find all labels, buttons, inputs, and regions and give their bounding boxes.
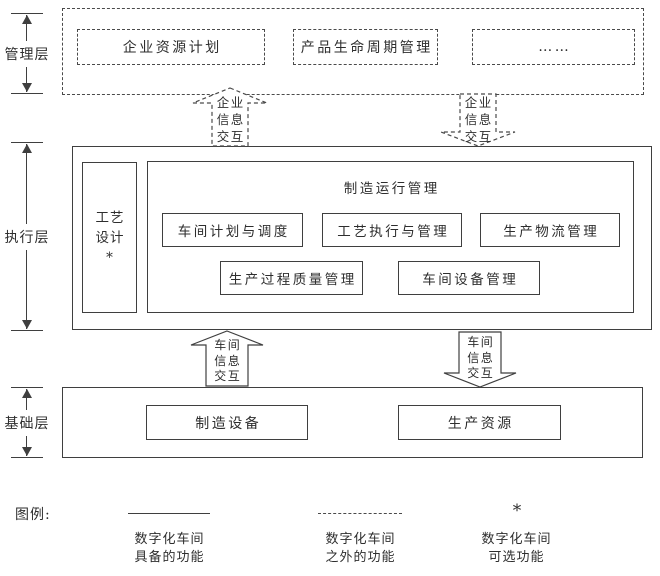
- legend-caption-asterisk: 数字化车间 可选功能: [456, 531, 576, 566]
- legend-dashed-line-icon: [318, 513, 402, 514]
- equipment-management-label: 车间设备管理: [422, 272, 519, 288]
- arrow-text-line: 交互: [467, 366, 495, 380]
- legend-caption-line: 数字化车间: [134, 532, 205, 547]
- arrow-text-line: 企业: [464, 95, 493, 110]
- arrow-text-line: 信息: [464, 112, 493, 127]
- process-design-box: 工艺 设计 *: [82, 162, 137, 313]
- bracket-cap-icon: [11, 457, 43, 458]
- equipment-management-box: 车间设备管理: [398, 261, 540, 295]
- manufacturing-equipment-label: 制造设备: [195, 415, 262, 432]
- production-logistics-label: 生产物流管理: [503, 224, 600, 240]
- plm-box: 产品生命周期管理: [293, 29, 438, 65]
- manufacturing-equipment-box: 制造设备: [146, 405, 308, 440]
- process-design-line1: 工艺: [95, 209, 125, 226]
- optional-asterisk: *: [106, 249, 114, 266]
- erp-label: 企业资源计划: [122, 40, 222, 56]
- management-layer-bracket: 管理层: [4, 13, 50, 94]
- arrow-down-icon: [22, 447, 32, 456]
- quality-management-box: 生产过程质量管理: [220, 261, 363, 295]
- workshop-info-down-arrow: 车间 信息 交互: [443, 331, 517, 388]
- plm-label: 产品生命周期管理: [300, 40, 433, 56]
- arrow-up-icon: [22, 144, 32, 153]
- arrow-up-icon: [22, 389, 32, 398]
- production-resources-box: 生产资源: [398, 405, 561, 440]
- bracket-cap-icon: [11, 142, 43, 143]
- enterprise-info-down-arrow: 企业 信息 交互: [440, 93, 516, 147]
- arrow-text-line: 信息: [214, 353, 242, 368]
- mom-title: 制造运行管理: [343, 181, 440, 197]
- bracket-cap-icon: [11, 93, 43, 94]
- arrow-text-line: 交互: [216, 129, 245, 144]
- foundation-layer-label: 基础层: [4, 409, 50, 436]
- arrow-text-line: 信息: [216, 112, 245, 127]
- quality-management-label: 生产过程质量管理: [228, 272, 357, 288]
- legend-asterisk-icon: *: [512, 501, 522, 521]
- arrow-up-icon: [22, 15, 32, 24]
- enterprise-info-up-text: 企业 信息 交互: [192, 94, 268, 145]
- legend-caption-dashed: 数字化车间 之外的功能: [300, 531, 420, 566]
- legend-caption-line: 数字化车间: [325, 532, 396, 547]
- workshop-info-up-text: 车间 信息 交互: [190, 338, 264, 385]
- enterprise-info-down-text: 企业 信息 交互: [440, 94, 516, 145]
- arrow-text-line: 信息: [467, 350, 495, 365]
- arrow-down-icon: [22, 83, 32, 92]
- legend-solid-line-icon: [128, 513, 210, 514]
- arrow-text-line: 企业: [216, 95, 245, 110]
- ellipsis-label: ……: [538, 39, 572, 55]
- legend-title: 图例:: [15, 507, 51, 523]
- workshop-info-up-arrow: 车间 信息 交互: [190, 330, 264, 387]
- arrow-down-icon: [22, 320, 32, 329]
- process-execution-box: 工艺执行与管理: [322, 213, 462, 247]
- legend-caption-solid: 数字化车间 具备的功能: [109, 531, 229, 566]
- bracket-cap-icon: [11, 387, 43, 388]
- shop-planning-box: 车间计划与调度: [162, 213, 303, 247]
- legend-caption-line: 之外的功能: [325, 549, 396, 565]
- bracket-cap-icon: [11, 13, 43, 14]
- legend-caption-line: 数字化车间: [481, 532, 552, 547]
- arrow-text-line: 车间: [467, 335, 495, 349]
- workshop-info-down-text: 车间 信息 交互: [443, 335, 517, 382]
- management-layer-label: 管理层: [4, 40, 50, 67]
- erp-box: 企业资源计划: [77, 29, 265, 65]
- execution-layer-bracket: 执行层: [4, 142, 50, 331]
- legend-caption-line: 具备的功能: [134, 549, 205, 565]
- block-arrow-down-icon: [440, 93, 516, 147]
- process-execution-label: 工艺执行与管理: [337, 224, 450, 240]
- execution-layer-label: 执行层: [4, 223, 50, 250]
- arrow-text-line: 车间: [214, 338, 242, 352]
- arrow-text-line: 交互: [464, 129, 493, 144]
- bracket-cap-icon: [11, 330, 43, 331]
- production-logistics-box: 生产物流管理: [480, 213, 620, 247]
- block-arrow-up-icon: [190, 330, 264, 387]
- block-arrow-up-icon: [192, 87, 268, 147]
- arrow-text-line: 交互: [214, 369, 242, 383]
- shop-planning-label: 车间计划与调度: [177, 224, 290, 240]
- production-resources-label: 生产资源: [447, 415, 514, 432]
- other-systems-box: ……: [472, 29, 635, 65]
- process-design-line2: 设计: [95, 229, 125, 246]
- enterprise-info-up-arrow: 企业 信息 交互: [192, 87, 268, 147]
- legend-caption-line: 可选功能: [488, 549, 545, 565]
- foundation-layer-bracket: 基础层: [4, 387, 50, 458]
- block-arrow-down-icon: [443, 331, 517, 388]
